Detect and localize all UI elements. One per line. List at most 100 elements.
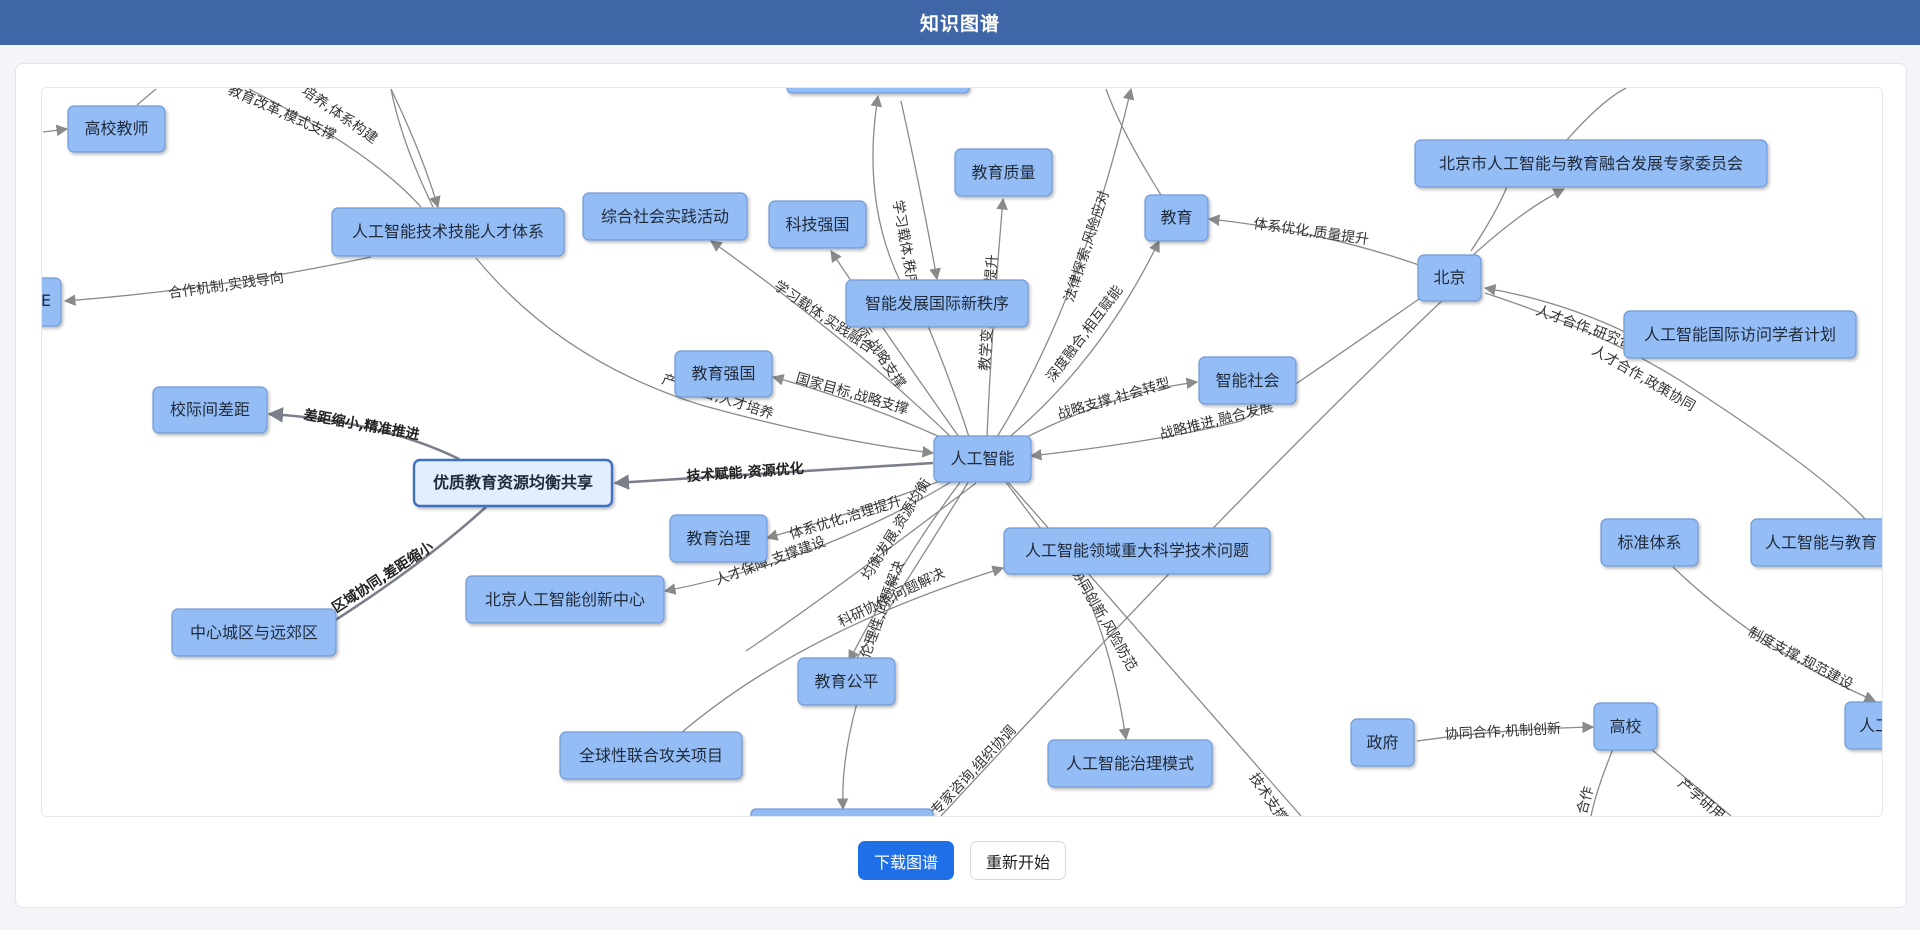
edge-left-teacher xyxy=(42,124,69,137)
graph-node-left-edge[interactable]: E xyxy=(42,277,62,327)
page-title: 知识图谱 xyxy=(919,13,1000,35)
graph-node-talent[interactable]: 人工智能技术技能人才体系 xyxy=(331,207,565,257)
svg-text:教育强国: 教育强国 xyxy=(691,364,755,383)
graph-node-govMode[interactable]: 人工智能治理模式 xyxy=(1047,739,1213,788)
svg-text:智能社会: 智能社会 xyxy=(1215,371,1279,390)
graph-node[interactable] xyxy=(786,88,970,94)
svg-text:人工智能国际访问学者计划: 人工智能国际访问学者计划 xyxy=(1644,325,1836,344)
download-graph-button[interactable]: 下载图谱 xyxy=(858,841,954,880)
graph-node[interactable] xyxy=(750,808,934,816)
graph-node-committee[interactable]: 北京市人工智能与教育融合发展专家委员会 xyxy=(1414,139,1768,188)
graph-node-ai[interactable]: 人工智能 xyxy=(933,435,1032,483)
graph-node-teacher[interactable]: 高校教师 xyxy=(67,105,166,153)
svg-text:人工智能领域重大科学技术问题: 人工智能领域重大科学技术问题 xyxy=(1025,541,1249,560)
edge-top-intl xyxy=(900,100,941,281)
svg-text:高校: 高校 xyxy=(1609,717,1641,736)
edge-fair-bottom xyxy=(836,702,858,811)
graph-node-tech[interactable]: 科技强国 xyxy=(768,200,867,249)
graph-node-center[interactable]: 中心城区与远郊区 xyxy=(171,608,337,657)
graph-node-global[interactable]: 全球性联合攻关项目 xyxy=(559,731,743,780)
svg-text:科技强国: 科技强国 xyxy=(785,215,849,234)
svg-text:政府: 政府 xyxy=(1366,733,1398,752)
graph-node-beijing[interactable]: 北京 xyxy=(1417,254,1482,302)
svg-text:人工智能与教育: 人工智能与教育 xyxy=(1765,533,1877,552)
edge-ai-fair2 xyxy=(854,480,970,662)
graph-node-standard[interactable]: 标准体系 xyxy=(1600,518,1699,567)
svg-text:标准体系: 标准体系 xyxy=(1617,533,1681,552)
svg-text:E: E xyxy=(42,291,51,310)
graph-node-eduGov[interactable]: 教育治理 xyxy=(669,514,768,563)
graph-node-quality[interactable]: 教育质量 xyxy=(954,148,1053,197)
graph-edges xyxy=(42,88,1877,816)
svg-text:北京市人工智能与教育融合发展专家委员会: 北京市人工智能与教育融合发展专家委员会 xyxy=(1439,154,1743,173)
knowledge-graph-canvas[interactable]: 技术赋能,资源优化 差距缩小,精准推进 区域协同,差距缩小 合作机制,实践导向 … xyxy=(41,87,1883,817)
edge-edu-topleft xyxy=(1105,88,1162,196)
graph-node-social[interactable]: 综合社会实践活动 xyxy=(582,192,748,241)
svg-text:北京人工智能创新中心: 北京人工智能创新中心 xyxy=(485,590,645,609)
graph-node-share[interactable]: 优质教育资源均衡共享 xyxy=(412,458,614,508)
edge-beijing-committee xyxy=(1470,188,1566,258)
svg-text:教育公平: 教育公平 xyxy=(814,672,878,691)
svg-text:综合社会实践活动: 综合社会实践活动 xyxy=(601,207,729,226)
edge-intl-top xyxy=(870,94,902,284)
edge-ai-share xyxy=(613,461,934,490)
graph-nodes[interactable]: 高校教师 人工智能技术技能人才体系 E 综合社会实践活动 科技强国 教育质量 教… xyxy=(42,88,1882,816)
edge-ai-topright xyxy=(996,88,1135,438)
edge-label: 合作机制,实践导向 xyxy=(167,270,285,302)
restart-button[interactable]: 重新开始 xyxy=(970,841,1066,880)
edge-label: 制度支撑,规范建设 xyxy=(1745,624,1856,694)
graph-node-govt[interactable]: 政府 xyxy=(1350,718,1415,767)
edge-ai-intl xyxy=(925,320,970,438)
edge-bigSci-govMode xyxy=(1076,572,1131,741)
graph-node-intl[interactable]: 智能发展国际新秩序 xyxy=(845,279,1029,328)
svg-text:教育治理: 教育治理 xyxy=(686,529,750,548)
graph-node-smartSoc[interactable]: 智能社会 xyxy=(1198,356,1297,405)
svg-text:人工: 人工 xyxy=(1859,716,1882,735)
edge-beijing-ai xyxy=(1029,298,1420,461)
svg-text:教育: 教育 xyxy=(1160,208,1192,227)
svg-text:智能发展国际新秩序: 智能发展国际新秩序 xyxy=(865,294,1009,313)
svg-text:校际间差距: 校际间差距 xyxy=(170,400,250,419)
edge-share-center xyxy=(325,506,487,628)
edge-ai-smartSoc xyxy=(1018,377,1199,442)
svg-text:人工智能: 人工智能 xyxy=(950,449,1014,468)
edge-label: 差距缩小,精准推进 xyxy=(302,406,420,443)
graph-node-fair[interactable]: 教育公平 xyxy=(797,657,896,706)
svg-text:人工智能治理模式: 人工智能治理模式 xyxy=(1066,754,1194,773)
graph-node-bigSci[interactable]: 人工智能领域重大科学技术问题 xyxy=(1003,527,1271,575)
edge-ai-fair xyxy=(848,480,962,663)
edge-ai-quality xyxy=(986,197,1008,438)
edge-top-talent xyxy=(390,88,441,209)
knowledge-graph-svg[interactable]: 技术赋能,资源优化 差距缩小,精准推进 区域协同,差距缩小 合作机制,实践导向 … xyxy=(42,88,1882,816)
graph-node-univ[interactable]: 高校 xyxy=(1593,702,1658,751)
edge-ai-bjInno xyxy=(663,478,957,595)
edge-govt-univ xyxy=(1416,721,1595,742)
graph-node-aiRight[interactable]: 人工 xyxy=(1844,701,1882,750)
edge-ai-eduStrong xyxy=(771,374,950,442)
svg-text:高校教师: 高校教师 xyxy=(84,119,148,138)
edge-label: 产学研用 xyxy=(1674,776,1727,816)
edge-beijing-bottom xyxy=(940,296,1447,816)
graph-node-eduStrong[interactable]: 教育强国 xyxy=(674,350,773,398)
edge-label: 合作 xyxy=(1574,785,1597,816)
edge-ai-tech xyxy=(830,250,960,438)
edge-standard-right xyxy=(1672,566,1877,703)
edge-beijing-edu xyxy=(1207,214,1420,266)
graph-node-aiEdu[interactable]: 人工智能与教育 xyxy=(1750,518,1882,567)
graph-node-edu[interactable]: 教育 xyxy=(1144,194,1209,242)
action-buttons: 下载图谱 重新开始 xyxy=(858,841,1066,880)
edge-committee-top xyxy=(1565,88,1627,142)
svg-text:中心城区与远郊区: 中心城区与远郊区 xyxy=(190,623,318,642)
edge-label: 体系优化,质量提升 xyxy=(1252,216,1370,248)
edge-beijing-visiting2 xyxy=(1484,292,1868,522)
graph-node-gap[interactable]: 校际间差距 xyxy=(152,386,268,434)
graph-node-bjInno[interactable]: 北京人工智能创新中心 xyxy=(465,575,665,624)
edge-ai-eduGov xyxy=(765,476,952,541)
edge-label: 区域协同,差距缩小 xyxy=(329,538,437,616)
graph-node-visiting[interactable]: 人工智能国际访问学者计划 xyxy=(1623,310,1857,359)
edge-talent-ai xyxy=(475,257,935,458)
edge-ai-global xyxy=(745,482,977,652)
svg-text:教育质量: 教育质量 xyxy=(971,163,1035,182)
edge-label: 技术支撑 xyxy=(1246,770,1291,816)
edge-univ-bottom2 xyxy=(1650,748,1732,816)
